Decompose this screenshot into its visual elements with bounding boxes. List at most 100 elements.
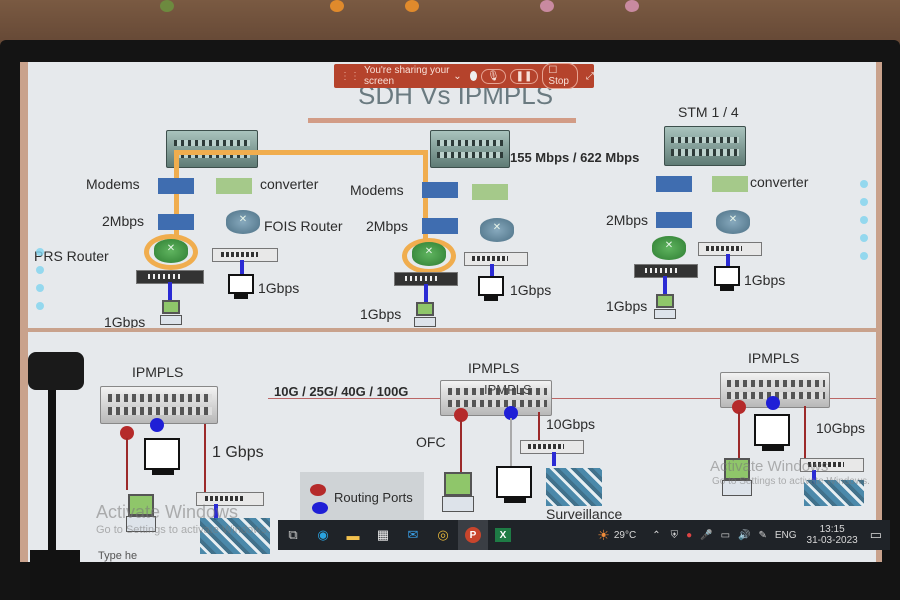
backbone-label: 10G / 25G/ 40G / 100G: [274, 384, 409, 399]
routing-port-red: [454, 408, 468, 422]
monitor-icon: [478, 276, 504, 302]
link-line: [663, 276, 667, 296]
presentation-screen: SDH Vs IPMPLS STM 1 / 4 155 Mbps / 622 M…: [20, 62, 882, 562]
ipmpls-title: IPMPLS: [132, 364, 184, 380]
routing-port-red: [732, 400, 746, 414]
legend-box: Routing Ports: [300, 472, 424, 526]
prs-router-icon: ✕: [652, 236, 686, 260]
pen-tool-icon[interactable]: [36, 248, 44, 256]
pc-icon: [160, 300, 182, 326]
pause-button[interactable]: ❚❚: [509, 68, 539, 84]
stop-sharing-button[interactable]: ☐ Stop: [542, 63, 578, 89]
link-line: [126, 438, 128, 490]
highlighter-tool-icon[interactable]: [860, 198, 868, 206]
gbps-label: 1Gbps: [606, 298, 648, 314]
edge-app-icon[interactable]: ◉: [317, 527, 329, 542]
excel-app-icon[interactable]: X: [488, 520, 518, 550]
undo-tool-icon[interactable]: [36, 302, 44, 310]
tripod-base: [30, 550, 80, 600]
clock-date: 31-03-2023: [806, 535, 858, 546]
converter-box: [472, 184, 508, 200]
gbps-label: 1Gbps: [744, 272, 786, 288]
modems-label: Modems: [350, 182, 404, 198]
clock[interactable]: 13:15 31-03-2023: [807, 524, 858, 546]
pc-icon: [654, 294, 676, 320]
surveillance-cameras-image: [804, 480, 864, 506]
rate-2mbps-label: 2Mbps: [102, 213, 145, 229]
show-hidden-icons-chevron-icon[interactable]: ⌃: [652, 529, 661, 541]
link-line: [460, 420, 462, 476]
powerpoint-app-icon[interactable]: P: [458, 520, 488, 550]
monitor-icon: [144, 438, 180, 478]
stm-label: STM 1 / 4: [678, 104, 739, 120]
network-icon[interactable]: ▭: [720, 529, 731, 541]
monitor-icon: [496, 466, 532, 506]
link-line: [214, 504, 218, 520]
gbps-label: 1Gbps: [510, 282, 552, 298]
switch-icon: [464, 252, 528, 266]
monitor-icon: [714, 266, 740, 292]
eraser-tool-icon[interactable]: [36, 284, 44, 292]
undo-tool-icon[interactable]: [860, 234, 868, 242]
weather-temperature[interactable]: 29°C: [613, 529, 637, 541]
link-line: [168, 282, 172, 302]
language-indicator[interactable]: ENG: [774, 529, 797, 541]
modem-box: [422, 218, 458, 234]
link-line: [804, 406, 806, 462]
volume-icon[interactable]: 🔊: [738, 529, 751, 541]
flower-decoration: [330, 0, 344, 12]
gbps-label: 1Gbps: [104, 314, 146, 330]
prs-router-icon: ✕: [412, 242, 446, 266]
search-hint[interactable]: Type he: [98, 550, 138, 562]
link-line: [510, 418, 512, 468]
microphone-button[interactable]: 🎙: [480, 68, 506, 84]
screen-share-bar: ⋮⋮ You're sharing your screen ⌄ 🎙 ❚❚ ☐ S…: [334, 63, 594, 89]
legend-label: Routing Ports: [334, 490, 413, 505]
routing-port-red: [120, 426, 134, 440]
link-label: 10Gbps: [816, 420, 866, 436]
fois-router-label: FOIS Router: [264, 218, 343, 234]
link-line: [240, 260, 244, 274]
mail-app-icon[interactable]: ✉: [407, 527, 419, 542]
sharing-status-label[interactable]: You're sharing your screen: [364, 65, 450, 87]
microphone-icon[interactable]: 🎤: [700, 529, 713, 541]
pen-icon[interactable]: ✎: [758, 529, 767, 541]
settings-tool-icon[interactable]: [860, 252, 868, 260]
modem-box: [656, 176, 692, 192]
modems-label: Modems: [86, 176, 140, 192]
activate-windows-subtitle: Go to Settings to activate Windows.: [96, 524, 270, 536]
ofc-label: OFC: [416, 434, 446, 450]
surveillance-cameras-image: [200, 518, 270, 554]
flower-decoration: [540, 0, 554, 12]
camera-body: [28, 352, 84, 390]
link-line: [490, 264, 494, 276]
weather-icon[interactable]: ☀: [597, 526, 610, 543]
chrome-app-icon[interactable]: ◎: [437, 527, 449, 542]
gbps-label: 1Gbps: [258, 280, 300, 296]
highlighter-tool-icon[interactable]: [36, 266, 44, 274]
monitor-icon: [228, 274, 254, 300]
stop-label: Stop: [548, 76, 569, 87]
settings-icon[interactable]: [469, 71, 477, 81]
chevron-down-icon[interactable]: ⌄: [453, 70, 462, 82]
security-shield-icon[interactable]: ⛨: [670, 529, 679, 541]
highlight-path: [174, 150, 179, 245]
pen-tool-icon[interactable]: [860, 180, 868, 188]
link-line: [738, 412, 740, 462]
store-app-icon[interactable]: ▦: [376, 527, 390, 542]
flower-decoration: [405, 0, 419, 12]
windows-taskbar: ⧉ ◉ ▬ ▦ ✉ ◎ P X ☀ 29°C ⌃ ⛨ ● 🎤 ▭ 🔊 ✎ ENG…: [278, 520, 890, 550]
notification-center-icon[interactable]: ▭: [869, 527, 882, 542]
rate-2mbps-label: 2Mbps: [366, 218, 409, 234]
drag-handle-icon[interactable]: ⋮⋮: [340, 70, 360, 82]
sdh-equipment-2: [430, 130, 510, 168]
onedrive-error-icon[interactable]: ●: [686, 529, 693, 541]
expand-icon[interactable]: ⤢: [586, 70, 594, 82]
ipmpls-overlay-title: IPMPLS: [484, 382, 532, 397]
task-view-button[interactable]: ⧉: [288, 527, 298, 542]
pc-icon: [414, 302, 436, 328]
eraser-tool-icon[interactable]: [860, 216, 868, 224]
highlight-ring: [144, 234, 198, 270]
routing-port-blue: [150, 418, 164, 432]
file-explorer-app-icon[interactable]: ▬: [346, 527, 360, 543]
